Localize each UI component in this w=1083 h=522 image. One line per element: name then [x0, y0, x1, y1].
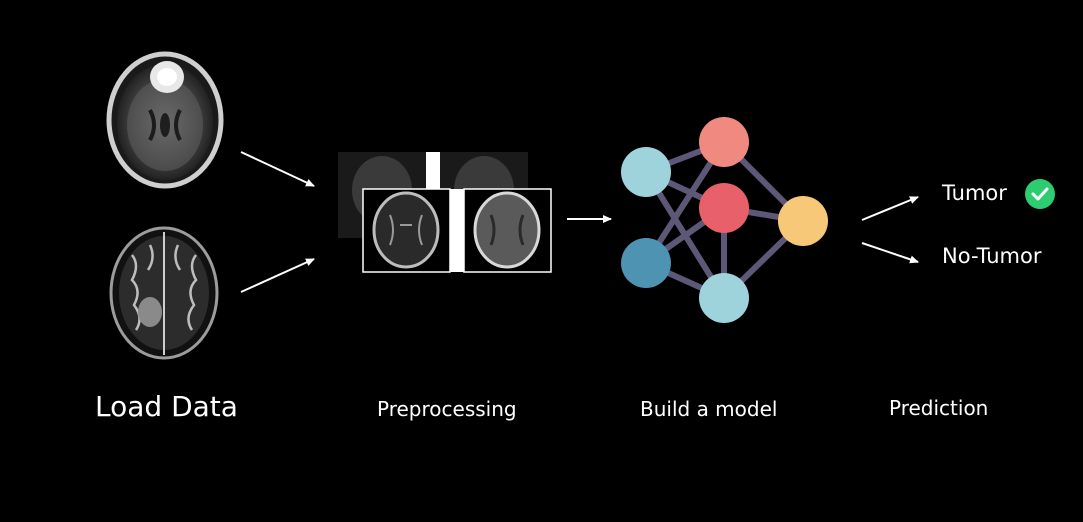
step-label-build-model: Build a model	[640, 397, 778, 421]
step-label-prediction: Prediction	[889, 396, 989, 420]
node-input-1	[621, 147, 671, 197]
node-output	[778, 196, 828, 246]
brain-scan-top	[106, 51, 224, 189]
arrow-load-to-preprocess-2	[240, 258, 315, 293]
preprocessing-images	[338, 152, 552, 273]
brain-scan-bottom	[109, 226, 219, 360]
step-label-preprocessing: Preprocessing	[377, 397, 517, 421]
node-hidden-1	[699, 117, 749, 167]
arrow-to-tumor	[861, 196, 919, 221]
node-hidden-3	[699, 273, 749, 323]
output-label-no-tumor: No-Tumor	[942, 244, 1042, 268]
arrow-load-to-preprocess-1	[240, 151, 315, 187]
step-label-load-data: Load Data	[95, 390, 238, 423]
output-label-tumor: Tumor	[942, 181, 1007, 205]
neural-network	[621, 117, 828, 323]
node-input-2	[621, 238, 671, 288]
arrow-to-no-tumor	[861, 242, 919, 264]
node-hidden-2	[699, 183, 749, 233]
check-circle-icon	[1025, 179, 1055, 209]
